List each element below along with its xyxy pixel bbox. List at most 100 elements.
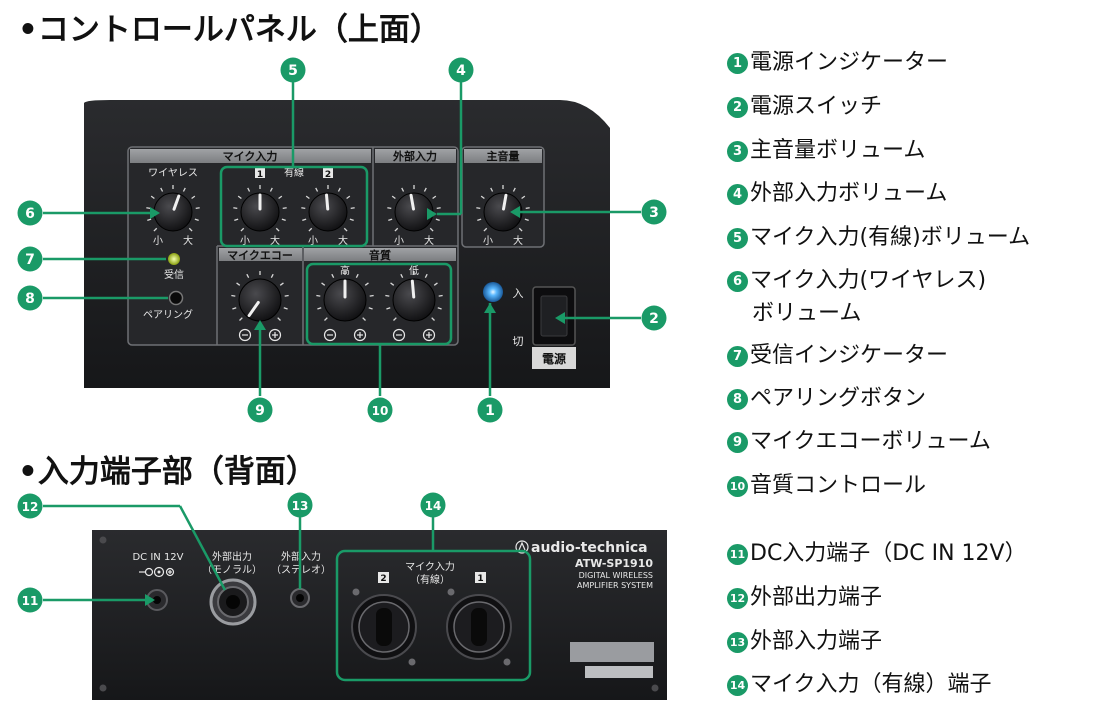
label-mic-in: マイク入力 bbox=[405, 560, 455, 573]
legend-text: 音質コントロール bbox=[750, 473, 927, 498]
model-desc-2: AMPLIFIER SYSTEM bbox=[577, 581, 653, 590]
callout-number: 1 bbox=[485, 403, 495, 419]
ext-input-jack[interactable] bbox=[290, 588, 310, 608]
minus-icon bbox=[238, 328, 252, 342]
legend-number-badge: 13 bbox=[727, 632, 748, 653]
knob-tone-high[interactable] bbox=[316, 271, 374, 342]
label-large: 大 bbox=[183, 234, 193, 247]
callout-5: 5 bbox=[280, 57, 306, 83]
callout-number: 13 bbox=[292, 499, 309, 513]
callout-number: 14 bbox=[425, 499, 442, 513]
callout-number: 6 bbox=[25, 206, 35, 222]
callout-10: 10 bbox=[367, 397, 393, 423]
callout-4: 4 bbox=[448, 57, 474, 83]
callout-number: 12 bbox=[22, 500, 39, 514]
callout-8: 8 bbox=[17, 285, 43, 311]
mic-input-jack-2[interactable] bbox=[351, 588, 417, 666]
label-small: 小 bbox=[240, 235, 250, 247]
legend-text: 外部入力端子 bbox=[750, 629, 883, 654]
mic-input-jack-1[interactable] bbox=[446, 588, 512, 666]
legend-text: 主音量ボリューム bbox=[750, 138, 926, 163]
legend-number-badge: 9 bbox=[727, 432, 748, 453]
label-master-volume: 主音量 bbox=[487, 149, 520, 163]
label-ext-out: 外部出力 bbox=[212, 550, 252, 563]
callout-number: 4 bbox=[456, 63, 466, 79]
serial-plate bbox=[570, 642, 654, 662]
label-large: 大 bbox=[270, 234, 280, 247]
power-switch[interactable]: 電源 bbox=[532, 286, 576, 369]
legend-text: マイク入力（有線）端子 bbox=[750, 672, 992, 697]
label-receive: 受信 bbox=[164, 269, 184, 281]
callout-number: 5 bbox=[288, 63, 298, 79]
callout-14: 14 bbox=[420, 492, 446, 518]
legend-text-continued: ボリューム bbox=[752, 301, 862, 326]
callout-number: 9 bbox=[255, 403, 265, 419]
serial-plate-2 bbox=[585, 666, 653, 678]
product-diagram: マイク入力 外部入力 主音量 マイクエコー 音質 ワイヤレス 有線 1 2 高 … bbox=[17, 57, 667, 700]
legend-text: マイク入力(有線)ボリューム bbox=[750, 225, 1031, 250]
power-indicator: 入 切 bbox=[483, 282, 524, 348]
label-ch2: 2 bbox=[325, 170, 331, 180]
receive-indicator: 受信 bbox=[164, 253, 184, 281]
legend-number-badge: 12 bbox=[727, 588, 748, 609]
heading-control-panel: •コントロールパネル（上面） bbox=[18, 12, 441, 48]
label-wired: 有線 bbox=[284, 166, 304, 179]
knob-wireless[interactable]: 小大 bbox=[146, 185, 200, 247]
knob-tone-low[interactable] bbox=[385, 271, 443, 342]
label-small: 小 bbox=[153, 235, 163, 247]
callout-6: 6 bbox=[17, 200, 43, 226]
legend-number-badge: 1 bbox=[727, 53, 748, 74]
control-panel: マイク入力 外部入力 主音量 マイクエコー 音質 ワイヤレス 有線 1 2 高 … bbox=[84, 100, 610, 388]
legend-text: DC入力端子（DC IN 12V） bbox=[750, 541, 1027, 566]
knob-wired-2[interactable]: 小大 bbox=[301, 185, 355, 247]
knob-master[interactable]: 小大 bbox=[476, 185, 530, 247]
label-dc-in: DC IN 12V bbox=[132, 552, 183, 563]
ext-output-jack[interactable] bbox=[209, 578, 257, 626]
label-tone: 音質 bbox=[369, 248, 391, 262]
dc-polarity-icon bbox=[139, 566, 175, 578]
callout-number: 8 bbox=[25, 291, 35, 307]
callout-number: 3 bbox=[649, 205, 659, 221]
legend-number-badge: 8 bbox=[727, 389, 748, 410]
label-large: 大 bbox=[338, 234, 348, 247]
knob-ext-input[interactable]: 小大 bbox=[387, 185, 441, 247]
plus-icon bbox=[353, 328, 367, 342]
legend-text: マイク入力(ワイヤレス) bbox=[750, 268, 987, 293]
model-desc-1: DIGITAL WIRELESS bbox=[579, 571, 653, 580]
legend-number-badge: 3 bbox=[727, 141, 748, 162]
legend-text: マイクエコーボリューム bbox=[750, 429, 991, 454]
callout-12: 12 bbox=[17, 493, 43, 519]
label-ext-input: 外部入力 bbox=[392, 149, 437, 163]
legend-number-badge: 5 bbox=[727, 228, 748, 249]
knob-mic-echo[interactable] bbox=[231, 271, 289, 342]
callout-7: 7 bbox=[17, 246, 43, 272]
label-ch1: 1 bbox=[257, 170, 263, 180]
pairing-button[interactable]: ペアリング bbox=[143, 290, 193, 322]
knob-wired-1[interactable]: 小大 bbox=[233, 185, 287, 247]
label-jack1: 1 bbox=[477, 574, 483, 584]
legend-text: 外部出力端子 bbox=[750, 585, 883, 610]
label-on: 入 bbox=[513, 287, 524, 300]
label-wireless: ワイヤレス bbox=[148, 168, 198, 179]
label-large: 大 bbox=[513, 234, 523, 247]
legend-text: 電源インジケーター bbox=[750, 50, 949, 75]
minus-icon bbox=[392, 328, 406, 342]
heading-input-section: •入力端子部（背面） bbox=[18, 454, 317, 490]
label-power: 電源 bbox=[542, 351, 566, 366]
callout-number: 2 bbox=[649, 311, 659, 327]
label-jack2: 2 bbox=[380, 574, 386, 584]
callout-11: 11 bbox=[17, 587, 43, 613]
callout-number: 7 bbox=[25, 252, 35, 268]
legend-number-badge: 7 bbox=[727, 346, 748, 367]
knob-group: 小大小大小大小大小大 bbox=[146, 185, 530, 342]
legend-text: ペアリングボタン bbox=[750, 386, 927, 411]
